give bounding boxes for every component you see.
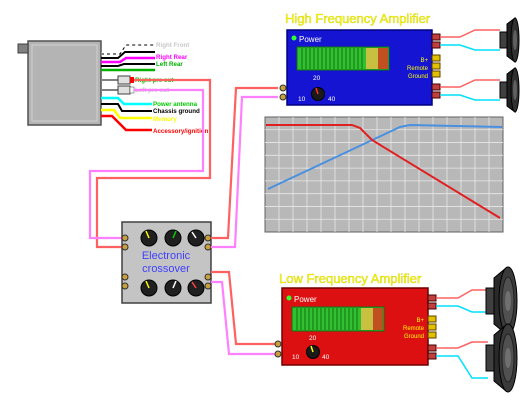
rca-cable-low-white (211, 280, 278, 356)
graph-background (264, 116, 504, 233)
highpass-curve (267, 123, 503, 190)
low-amp-title: Low Frequency Amplifier (279, 271, 422, 286)
crossover-response-graph (264, 116, 504, 233)
rca-plug-left (117, 85, 131, 95)
low-amp-input-jack-left (274, 350, 282, 358)
rca-cables-to-amplifiers (211, 86, 278, 356)
high-amp-level-meter (296, 46, 390, 71)
low-amp-speaker-wires (436, 289, 488, 379)
high-amp-gain-knob[interactable] (311, 87, 325, 101)
low-speaker-bottom (485, 323, 518, 393)
crossover-label-line2: crossover (142, 263, 190, 275)
high-amp-title: High Frequency Amplifier (285, 11, 431, 26)
low-amp-input-jack-right (274, 340, 282, 348)
low-amp-terminal-ground: Ground (404, 334, 424, 340)
wire-label-memory: Memory (153, 116, 177, 123)
high-amp-gain-max: 40 (328, 96, 336, 103)
low-amp-gain-max: 40 (322, 354, 330, 361)
head-unit-wire-harness (101, 43, 155, 132)
low-speaker-top (485, 266, 518, 336)
high-amp-power-label: Power (299, 35, 322, 44)
low-frequency-amplifier: Power 20 10 40 B+ Remote Grou (274, 287, 437, 366)
rca-plug-right (117, 75, 131, 85)
wire-label-accessory-ignition: Accessory/ignition (153, 128, 209, 135)
high-amp-terminal-remote: Remote (407, 66, 429, 72)
rca-cable-white (88, 88, 205, 240)
head-unit-wire-labels: Right Front Right Rear Left Rear Right p… (135, 42, 209, 135)
low-amp-terminal-bplus: B+ (416, 318, 424, 324)
low-amp-power-led (286, 295, 292, 301)
low-amp-gain-min: 10 (292, 354, 300, 361)
head-unit-rca-outputs (101, 75, 135, 95)
low-amp-level-meter (291, 306, 385, 332)
crossover-label-line1: Electronic (142, 250, 191, 262)
rca-cable-high-white (211, 95, 278, 249)
high-speaker-bottom (499, 67, 520, 113)
high-amp-terminals (431, 33, 441, 99)
wire-label-left-rear: Left Rear (156, 61, 183, 68)
rca-cable-low-red (211, 270, 278, 346)
rca-cable-red (95, 78, 212, 249)
crossover-knobs-top (140, 229, 205, 247)
head-unit-faceplate-tab (17, 43, 29, 54)
wire-label-power-antenna: Power antenna (153, 101, 198, 108)
graph-grid (265, 117, 503, 232)
head-unit (17, 40, 102, 126)
high-amp-gain-mid: 20 (313, 75, 321, 82)
high-amp-power-led (291, 35, 297, 41)
high-amp-speaker-wires (440, 29, 500, 101)
head-unit-chassis (27, 40, 102, 126)
low-amp-terminals (427, 294, 437, 360)
rca-cable-high-red (211, 86, 278, 240)
high-amp-gain-min: 10 (298, 96, 306, 103)
low-amp-gain-mid: 20 (309, 335, 317, 342)
low-amp-power-label: Power (294, 295, 317, 304)
lowpass-curve (266, 124, 501, 219)
crossover-knobs-bottom (140, 279, 205, 297)
electronic-crossover: Electronic crossover (121, 221, 212, 304)
low-amp-gain-knob[interactable] (306, 345, 320, 359)
wire-label-chassis-ground: Chassis ground (153, 108, 200, 115)
wire-label-right-front: Right Front (156, 42, 189, 49)
high-amp-terminal-bplus: B+ (420, 58, 428, 64)
high-amp-input-jack-left (279, 93, 287, 101)
rca-cables-to-crossover (88, 78, 212, 249)
high-frequency-amplifier: Power 20 10 40 B+ (279, 29, 441, 106)
wire-label-right-rear: Right Rear (156, 54, 188, 61)
high-amp-input-jack-right (279, 84, 287, 92)
high-speaker-top (499, 17, 520, 63)
high-amp-terminal-ground: Ground (408, 74, 428, 80)
low-amp-terminal-remote: Remote (403, 326, 425, 332)
